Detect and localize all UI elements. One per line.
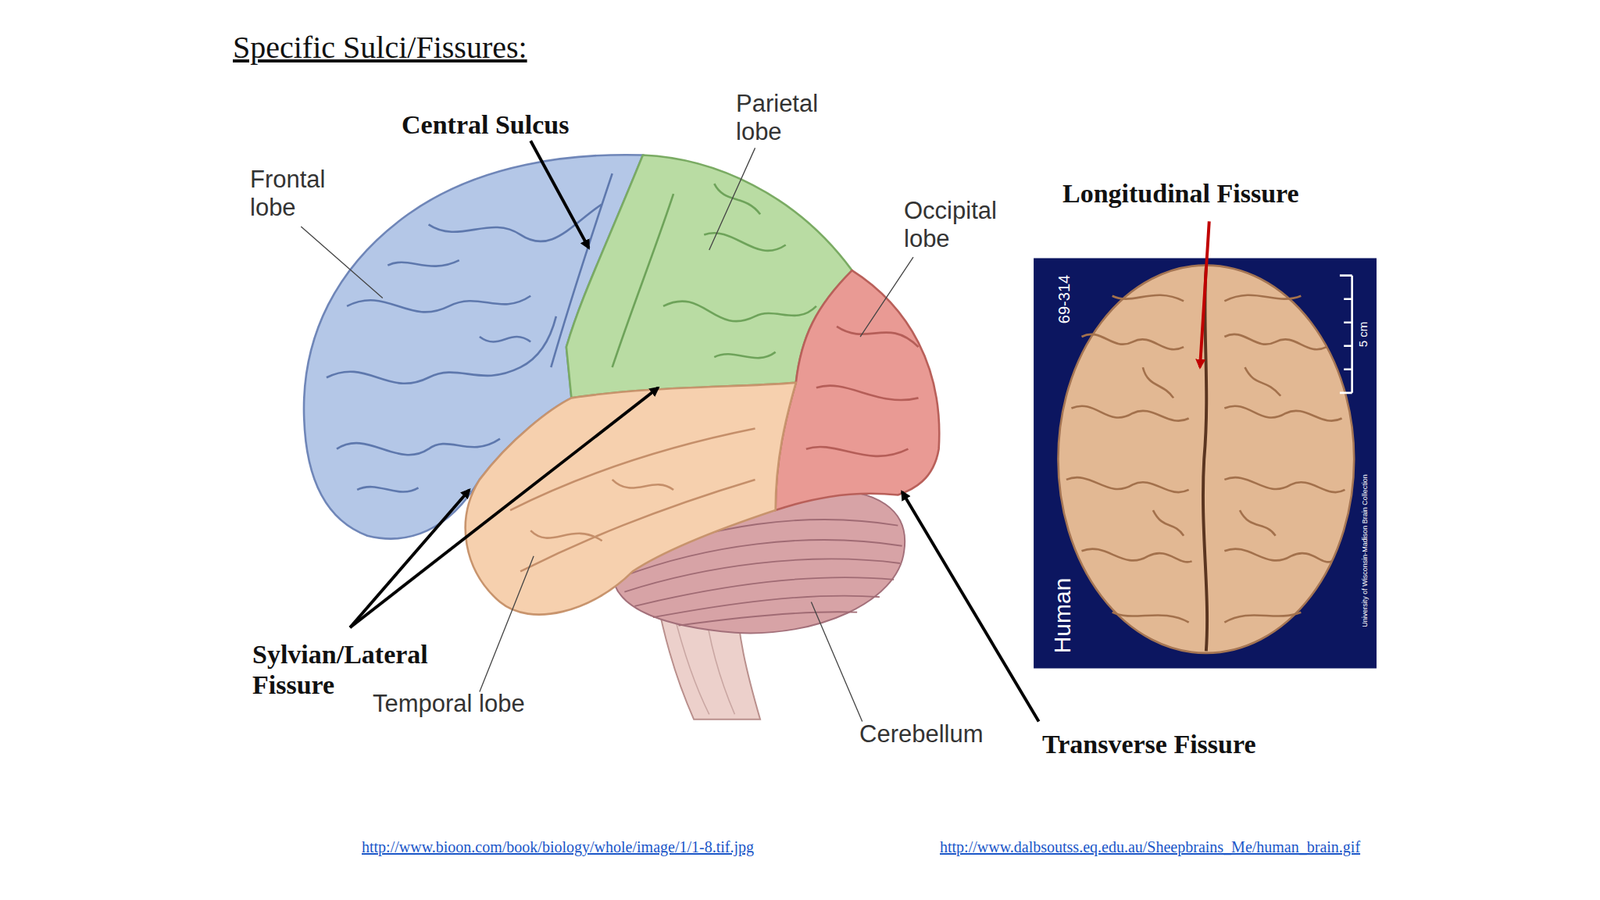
- specimen-number: 69-314: [1055, 275, 1074, 324]
- lobe-label: Occipital lobe: [903, 196, 1014, 253]
- source-link: http://www.dalbsoutss.eq.edu.au/Sheepbra…: [939, 838, 1361, 857]
- temporal-gyri: [510, 428, 755, 572]
- arrow: [1200, 221, 1210, 368]
- credit-text: University of Wisconsin-Madison Brain Co…: [1360, 474, 1369, 628]
- slide-title: Specific Sulci/Fissures:: [232, 29, 528, 66]
- lobe-label: Parietal lobe: [735, 89, 830, 146]
- photo-background: [1033, 257, 1377, 668]
- photo-brain: [1057, 265, 1354, 654]
- scale-bar: [1339, 275, 1353, 393]
- occipital-lobe: [775, 270, 940, 511]
- part-label: Cerebellum: [859, 720, 984, 749]
- arrow: [350, 489, 470, 628]
- fissure-label: Transverse Fissure: [1042, 728, 1257, 760]
- arrow: [530, 140, 589, 248]
- lobe-label: Temporal lobe: [372, 689, 525, 718]
- parietal-gyri: [612, 183, 817, 368]
- leader-line: [300, 147, 914, 722]
- sulcus-label: Central Sulcus: [401, 109, 569, 140]
- fissure-label: Longitudinal Fissure: [1062, 178, 1300, 209]
- species-label: Human: [1049, 578, 1077, 654]
- source-link: http://www.bioon.com/book/biology/whole/…: [361, 838, 754, 857]
- arrow: [902, 492, 1040, 722]
- frontal-gyri: [326, 173, 613, 492]
- occipital-gyri: [806, 326, 919, 457]
- scale-label: 5 cm: [1356, 321, 1370, 348]
- arrow: [350, 387, 658, 628]
- lobe-label: Frontal lobe: [250, 165, 336, 222]
